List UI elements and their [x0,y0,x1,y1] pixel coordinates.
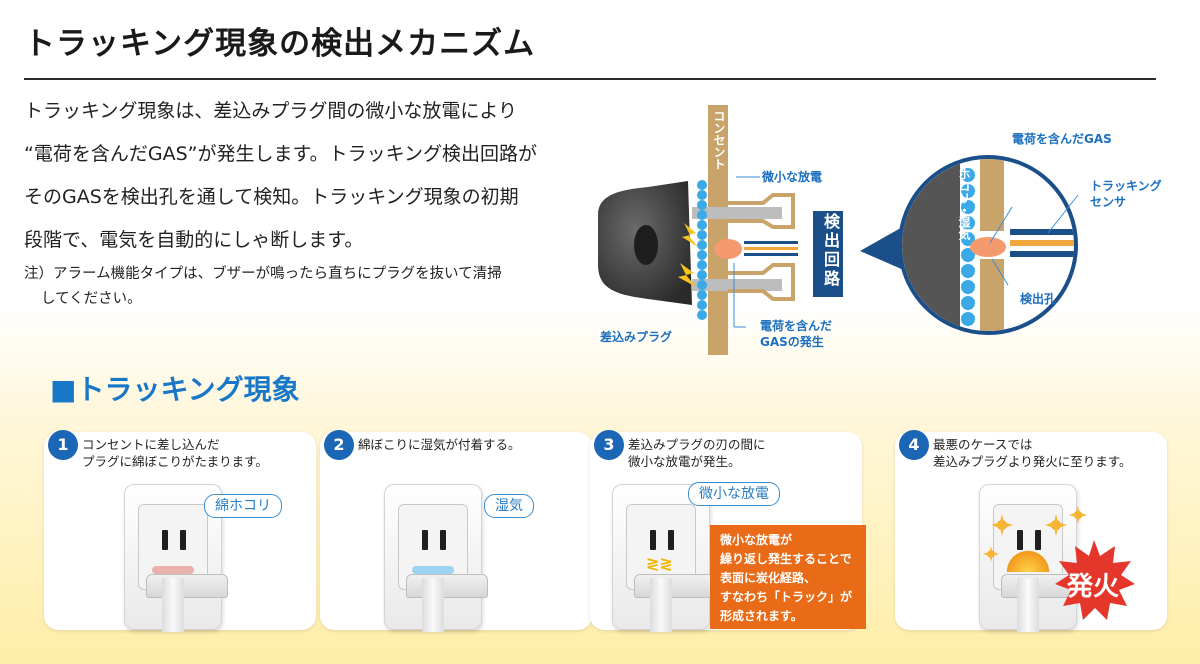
sensor-lines [744,241,798,256]
note-line: 注）アラーム機能タイプは、ブザーが鳴ったら直ちにプラグを抜いて清掃 [24,266,502,282]
step-callout: 微小な放電 [688,482,780,506]
plug [634,574,716,598]
page-title: トラッキング現象の検出メカニズム [24,26,536,62]
note-line: してください。 [41,291,142,307]
step-line: 差込みプラグより発火に至ります。 [933,454,1132,469]
step-line: 最悪のケースでは [933,437,1033,452]
plug [146,574,228,598]
dust-patch [152,566,194,574]
mechanism-diagram [598,105,1079,355]
box-line: 微小な放電が [720,533,793,547]
discharge-label: 微小な放電 [762,170,823,184]
step-number: 4 [899,430,929,460]
gas-cloud [714,239,742,259]
sensor-line: トラッキング [1090,179,1162,193]
step-panel-4: 4 最悪のケースでは 差込みプラグより発火に至ります。 発火 [895,430,1167,632]
intro-text: トラッキング現象は、差込みプラグ間の微小な放電により “電荷を含んだGAS”が発… [24,90,584,262]
box-line: 表面に炭化経路、 [720,571,817,585]
socket-slot [440,530,446,550]
zoom-sensor-label: トラッキング センサ [1090,178,1162,210]
gas-gen-line: GASの発生 [760,335,824,349]
box-line: すなわち「トラック」が [720,590,853,604]
step-panel-1: 1 コンセントに差し込んだ プラグに綿ぼこりがたまります。 綿ホコリ [44,430,316,632]
sparkle-icon [1045,514,1067,536]
outlet-plate [979,484,1083,632]
fire-burst-icon [1003,548,1053,572]
step-panel-3: 3 差込みプラグの刃の間に 微小な放電が発生。 ≷≷ 微小な放電 微小な放電が … [590,430,866,632]
socket-slot [180,530,186,550]
plug-cord [422,578,444,632]
step-line: コンセントに差し込んだ [82,437,220,452]
plug-cord [650,578,672,632]
outlet-plate [124,484,228,632]
title-divider [24,78,1156,80]
alarm-note: 注）アラーム機能タイプは、ブザーが鳴ったら直ちにプラグを抜いて清掃 してください… [24,262,584,312]
step-line: 差込みプラグの刃の間に [628,437,766,452]
intro-line: 段階で、電気を自動的にしゃ断します。 [24,229,364,251]
fire-burst-icon [1055,540,1135,620]
step-number: 3 [594,430,624,460]
section-title: ■トラッキング現象 [50,373,300,406]
outlet-socket: ≷≷ [626,504,716,598]
step-line: プラグに綿ぼこりがたまります。 [82,454,268,469]
plug-pin [692,207,782,219]
step-number: 1 [48,430,78,460]
outlet-label: コンセント [712,110,726,170]
step-callout: 綿ホコリ [204,494,282,518]
sparkle-icon [983,546,999,562]
spark-icon [682,223,698,247]
zoom-dust-label: ホコリ・湿気 [957,168,971,240]
zoom-hole-label: 検出孔 [1020,292,1057,306]
sensor-line: センサ [1090,195,1127,209]
intro-line: “電荷を含んだGAS”が発生します。トラッキング検出回路が [24,143,537,165]
step-text: 綿ぼこりに湿気が付着する。 [358,436,521,453]
terminal-bottom [728,263,795,301]
dust-beads [697,180,707,320]
outlet-socket [138,504,228,598]
outlet-plate [708,105,728,355]
spark-icon: ≷≷ [646,554,673,573]
socket-slot [650,530,656,550]
plug-pin [692,279,782,291]
sparkle-icon [991,514,1013,536]
socket-slot [1017,530,1023,550]
plug-cord [1017,578,1039,632]
step-panel-2: 2 綿ぼこりに湿気が付着する。 湿気 [320,430,592,632]
moisture-patch [412,566,454,574]
step-number: 2 [324,430,354,460]
box-line: 形成されます。 [720,609,803,623]
plug [406,574,488,598]
outlet-plate: ≷≷ [612,484,716,632]
zoom-gas-label: 電荷を含んだGAS [1012,132,1112,146]
socket-slot [1035,530,1041,550]
step-callout: 湿気 [484,494,534,518]
step-line: 綿ぼこりに湿気が付着する。 [358,437,521,452]
outlet-socket [993,504,1083,598]
outlet-plate [384,484,488,632]
step-text: 最悪のケースでは 差込みプラグより発火に至ります。 [933,436,1132,470]
detection-circuit-box [813,211,843,297]
intro-line: そのGASを検出孔を通して検知。トラッキング現象の初期 [24,186,519,208]
step-text: 差込みプラグの刃の間に 微小な放電が発生。 [628,436,766,470]
sparkle-icon [1069,506,1087,524]
intro-line: トラッキング現象は、差込みプラグ間の微小な放電により [24,100,518,122]
circuit-label: 検出回路 [821,213,840,289]
step-line: 微小な放電が発生。 [628,454,741,469]
socket-slot [668,530,674,550]
socket-slot [422,530,428,550]
fire-label: 発火 [1067,572,1120,602]
step-text: コンセントに差し込んだ プラグに綿ぼこりがたまります。 [82,436,268,470]
track-info-box: 微小な放電が 繰り返し発生することで 表面に炭化経路、 すなわち「トラック」が … [710,525,866,629]
plug-label: 差込みプラグ [600,330,673,344]
gas-gen-line: 電荷を含んだ [760,319,833,333]
plug-cord [162,578,184,632]
outlet-socket [398,504,488,598]
box-line: 繰り返し発生することで [720,552,852,566]
terminal-top [728,193,795,229]
gas-generation-label: 電荷を含んだ GASの発生 [760,318,832,350]
socket-slot [162,530,168,550]
